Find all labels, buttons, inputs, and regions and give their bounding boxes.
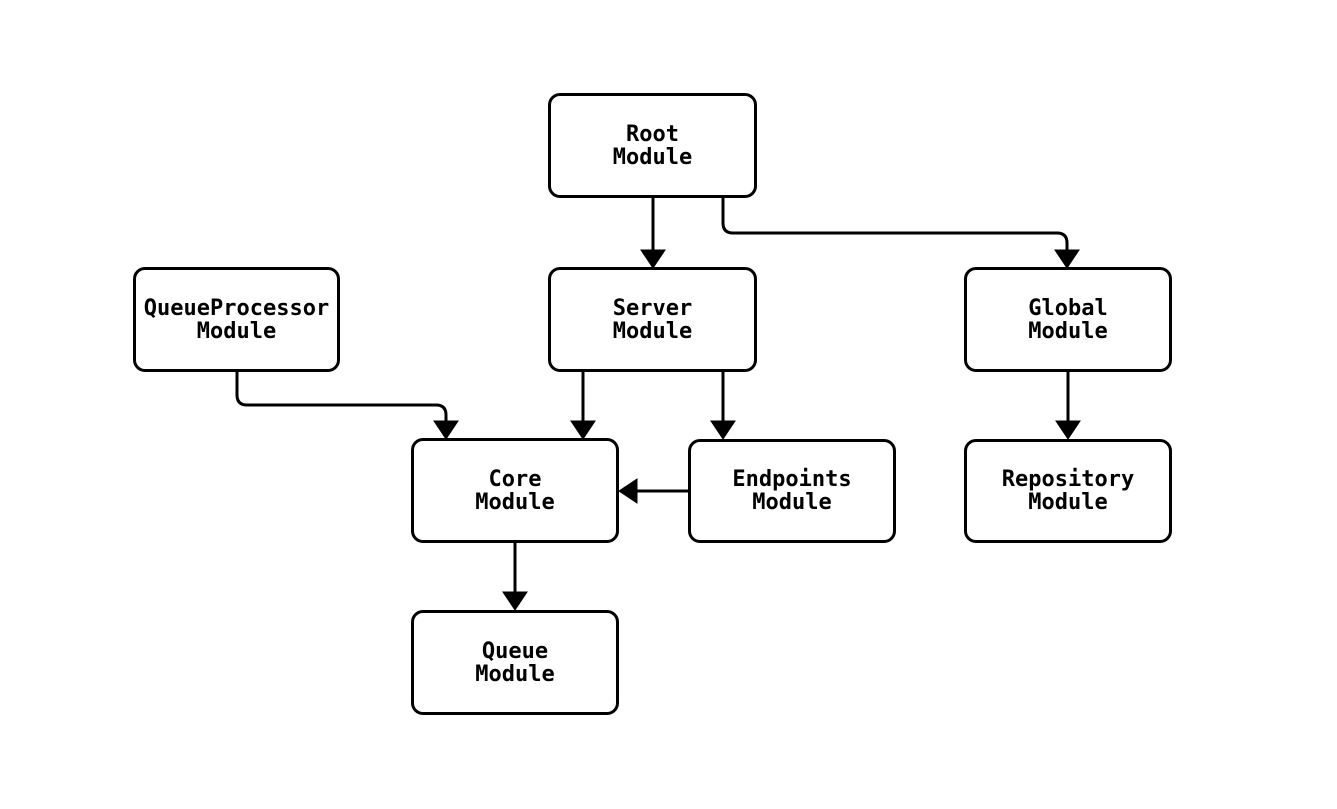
node-global-module-label: Global Module xyxy=(1028,295,1108,344)
node-server-module: Server Module xyxy=(548,267,757,372)
edge-server-to-endpoints xyxy=(710,372,736,440)
edge-root-to-global xyxy=(721,198,1080,269)
arrowhead-icon xyxy=(1054,249,1080,269)
edge-core-to-queue xyxy=(502,543,528,611)
node-queueprocessor-module-label: QueueProcessor Module xyxy=(143,295,330,344)
edge-queueprocessor-to-core xyxy=(235,372,459,440)
edge-server-to-core xyxy=(570,372,596,440)
arrowhead-icon xyxy=(433,420,459,440)
arrowhead-icon xyxy=(1055,420,1081,440)
arrowhead-icon xyxy=(710,420,736,440)
node-repository-module: Repository Module xyxy=(964,439,1172,543)
arrowhead-icon xyxy=(502,591,528,611)
edge-endpoints-to-core xyxy=(618,478,688,504)
node-endpoints-module: Endpoints Module xyxy=(688,439,896,543)
arrowhead-icon xyxy=(640,249,666,269)
node-repository-module-label: Repository Module xyxy=(1001,467,1135,515)
node-server-module-label: Server Module xyxy=(612,295,693,344)
arrowhead-icon xyxy=(618,478,638,504)
node-queueprocessor-module: QueueProcessor Module xyxy=(133,267,340,372)
node-global-module: Global Module xyxy=(964,267,1172,372)
node-endpoints-module-label: Endpoints Module xyxy=(732,467,852,515)
node-core-module-label: Core Module xyxy=(475,466,555,515)
arrowhead-icon xyxy=(570,420,596,440)
edge-global-to-repository xyxy=(1055,372,1081,440)
node-root-module: Root Module xyxy=(548,93,757,198)
node-queue-module-label: Queue Module xyxy=(475,638,555,687)
node-root-module-label: Root Module xyxy=(612,121,693,170)
node-core-module: Core Module xyxy=(411,438,619,543)
node-queue-module: Queue Module xyxy=(411,610,619,715)
edge-root-to-server xyxy=(640,198,666,269)
